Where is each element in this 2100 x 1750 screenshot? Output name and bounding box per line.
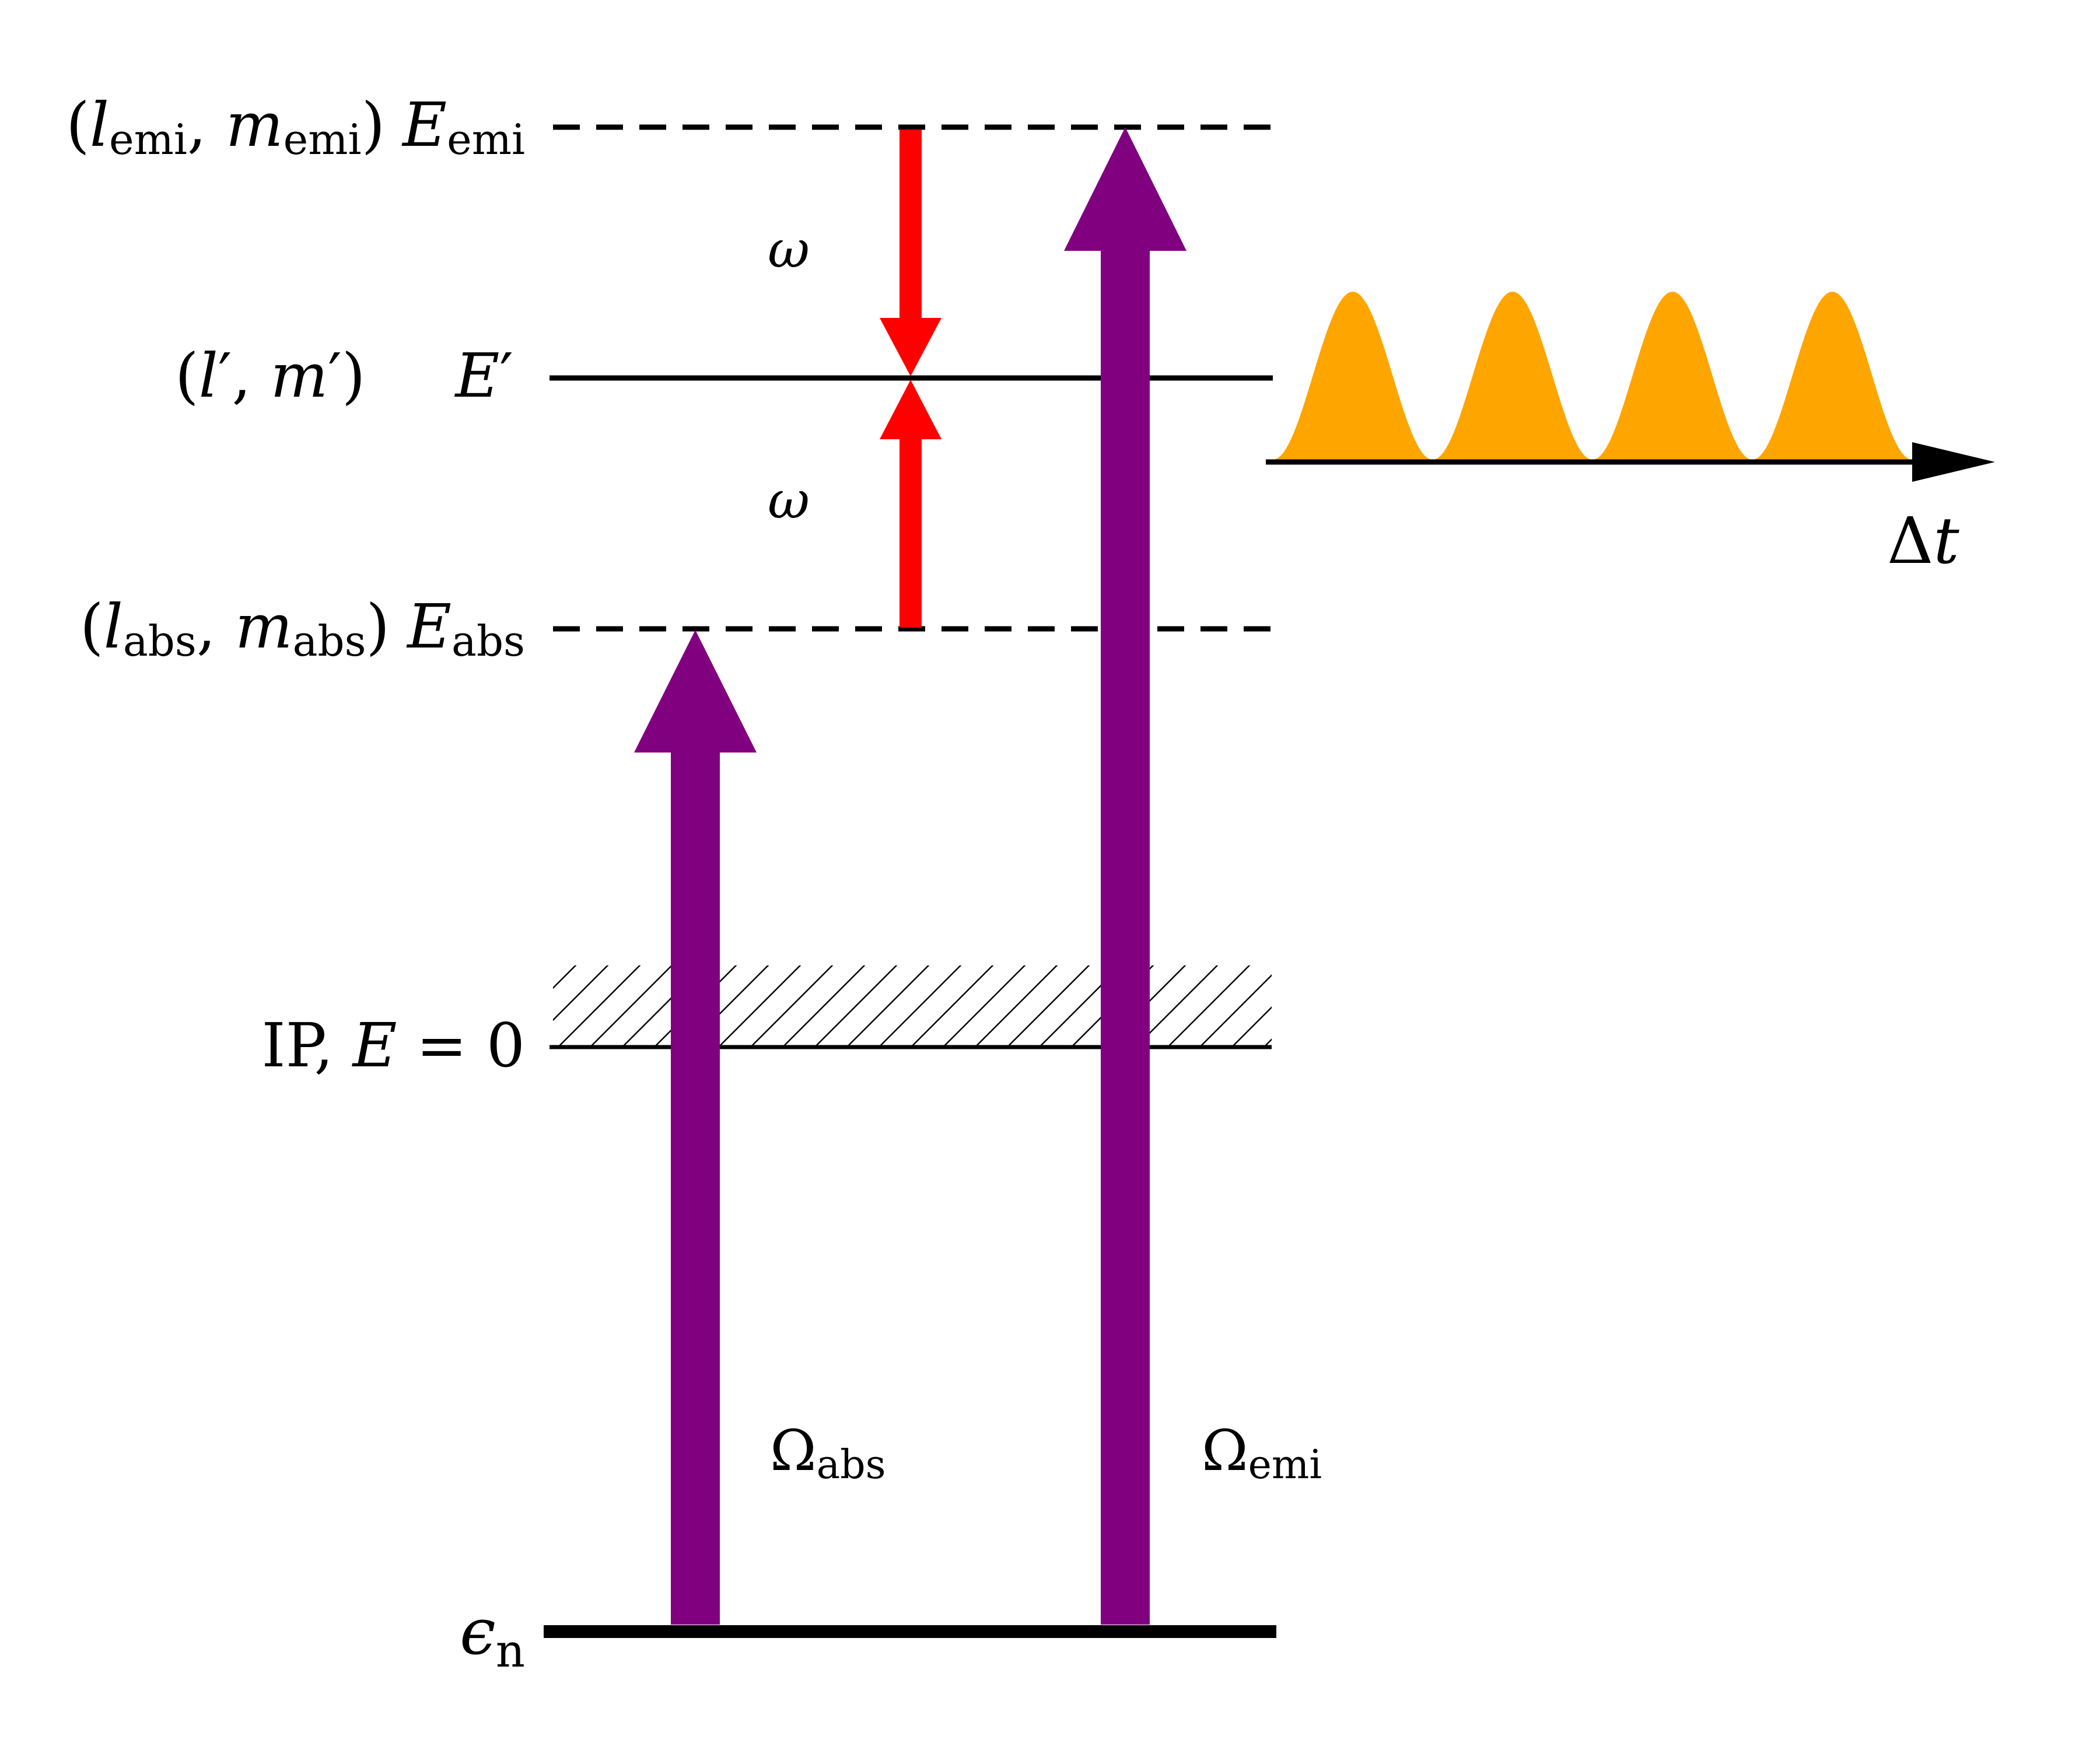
label-prime-energy: E′ (454, 340, 513, 411)
omega-abs-arrow (634, 630, 757, 1625)
label-omega-upper: ω (768, 219, 810, 279)
label-ip-level: IP, E = 0 (262, 1010, 525, 1081)
continuum-hatch-region (553, 965, 1272, 1047)
pulse-axis-arrow (1266, 442, 1995, 482)
label-omega-emi: Ωemi (1202, 1418, 1322, 1488)
omega-emi-arrow (1064, 127, 1186, 1625)
label-ground-level: ϵn (460, 1594, 525, 1678)
label-prime-level: (l′, m′) (175, 340, 365, 411)
label-emi-level: (lemi, memi)Eemi (66, 89, 525, 164)
pulse-train (1273, 292, 1912, 460)
label-omega-abs: Ωabs (770, 1418, 886, 1488)
label-delta-t: Δt (1887, 503, 1959, 578)
red-arrow-up (880, 380, 942, 628)
label-abs-level: (labs, mabs)Eabs (80, 591, 525, 666)
red-arrow-down (880, 130, 942, 376)
label-omega-lower: ω (768, 470, 810, 530)
